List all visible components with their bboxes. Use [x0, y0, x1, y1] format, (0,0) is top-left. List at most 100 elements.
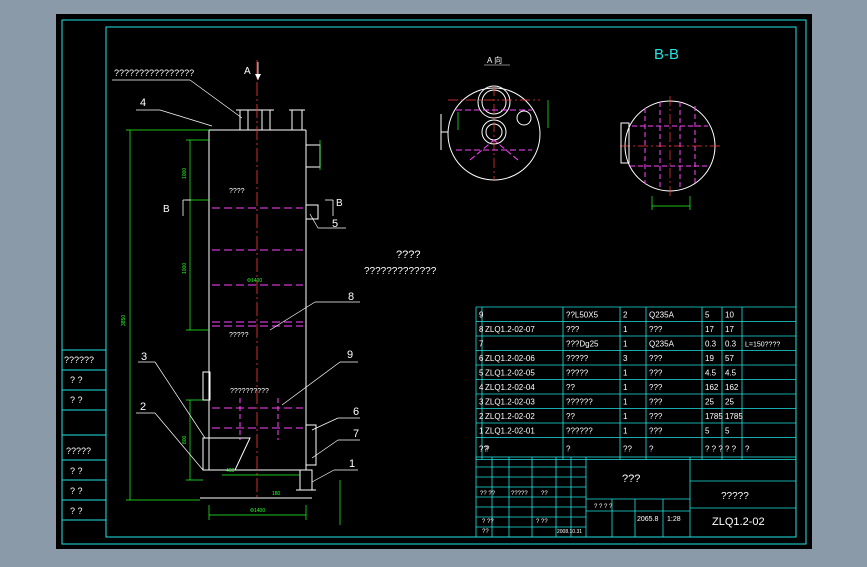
- svg-text:3850: 3850: [121, 315, 127, 326]
- bom-cell-w1: 0.3: [705, 340, 717, 349]
- bom-cell-no: 1: [479, 427, 484, 436]
- bom-cell-no: 6: [479, 354, 484, 363]
- outer-frame: [61, 19, 807, 545]
- bom-cell-no: 2: [479, 412, 484, 421]
- bom-cell-qty: 1: [623, 340, 628, 349]
- left-panel-text: ??????: [64, 355, 94, 365]
- center-dimension: Φ1400: [247, 278, 262, 284]
- svg-text:180: 180: [272, 491, 281, 497]
- drawing-number: ZLQ1.2-02: [712, 516, 765, 528]
- inner-label-a: ????: [229, 188, 245, 195]
- title-block-cell: 2008.10.31: [557, 529, 582, 535]
- bom-header-name: ?: [566, 445, 571, 454]
- svg-text:Φ1400: Φ1400: [250, 508, 265, 514]
- callout-leaders: [112, 79, 360, 483]
- bom-cell-qty: 1: [623, 369, 628, 378]
- title-block-cell: ??: [541, 491, 548, 497]
- section-b-right-label: B: [336, 198, 343, 209]
- bom-cell-mat: ???: [649, 369, 663, 378]
- view-a-top: [440, 85, 549, 181]
- bom-cell-w2: 17: [725, 325, 734, 334]
- title-block-cell: ?????: [511, 491, 528, 497]
- callout-3: 3: [141, 351, 147, 363]
- left-panel-text: ? ?: [70, 486, 83, 496]
- bom-cell-code: ZLQ1.2-02-02: [485, 412, 535, 421]
- bom-cell-code: ZLQ1.2-02-06: [485, 354, 535, 363]
- svg-text:1000: 1000: [182, 263, 188, 274]
- drawing-weight: 2065.8: [637, 516, 659, 523]
- bom-cell-mat: Q235A: [649, 311, 675, 320]
- bom-cell-w1: 17: [705, 325, 714, 334]
- bom-cell-w1: 25: [705, 398, 714, 407]
- bom-header-code: ?: [485, 445, 490, 454]
- left-panel-text: ? ?: [70, 395, 83, 405]
- bom-cell-note: L=150????: [745, 342, 780, 349]
- callout-top-note: ????????????????: [114, 68, 194, 78]
- bom-cell-no: 7: [479, 340, 484, 349]
- tech-req-title: ????: [396, 249, 420, 261]
- bom-cell-no: 8: [479, 325, 484, 334]
- callout-5: 5: [332, 218, 338, 230]
- bom-cell-code: ZLQ1.2-02-01: [485, 427, 535, 436]
- bom-header-w1: ? ? ?: [705, 445, 723, 454]
- bom-header-w2: ? ?: [725, 445, 737, 454]
- callout-1: 1: [349, 458, 355, 470]
- title-block: [475, 456, 797, 538]
- callout-6: 6: [353, 406, 359, 418]
- bom-cell-qty: 1: [623, 412, 628, 421]
- callout-8: 8: [348, 291, 354, 303]
- bom-cell-w2: 25: [725, 398, 734, 407]
- bom-cell-no: 5: [479, 369, 484, 378]
- inner-label-b: ?????: [229, 332, 249, 339]
- bom-cell-w2: 1785: [725, 412, 743, 421]
- bom-cell-qty: 1: [623, 383, 628, 392]
- svg-text:800: 800: [182, 435, 188, 444]
- bom-header-qty: ??: [623, 445, 632, 454]
- bom-cell-no: 9: [479, 311, 484, 320]
- drawing-sheet: [56, 14, 812, 549]
- tech-req-line: ?????????????: [364, 266, 437, 277]
- bom-cell-qty: 1: [623, 398, 628, 407]
- svg-text:1000: 1000: [182, 168, 188, 179]
- bom-cell-code: ZLQ1.2-02-03: [485, 398, 535, 407]
- bom-cell-no: 4: [479, 383, 484, 392]
- bom-cell-w2: 0.3: [725, 340, 737, 349]
- bom-cell-w1: 4.5: [705, 369, 717, 378]
- title-block-company: ?????: [721, 491, 749, 502]
- svg-text:400: 400: [226, 468, 235, 474]
- bom-cell-name: ??: [566, 383, 575, 392]
- view-a-label: A 向: [487, 55, 502, 65]
- bom-cell-code: ZLQ1.2-02-05: [485, 369, 535, 378]
- bom-header-mat: ?: [649, 445, 654, 454]
- inner-label-c: ??????????: [230, 388, 269, 395]
- bom-cell-qty: 1: [623, 427, 628, 436]
- bom-cell-mat: ???: [649, 412, 663, 421]
- bom-cell-w2: 162: [725, 383, 739, 392]
- bom-cell-w1: 5: [705, 311, 710, 320]
- bom-cell-mat: ???: [649, 398, 663, 407]
- left-panel-text: ?????: [66, 446, 91, 456]
- bom-cell-name: ??????: [566, 398, 593, 407]
- bom-cell-mat: ???: [649, 383, 663, 392]
- title-block-cell: ??: [482, 529, 489, 535]
- bom-cell-w2: 57: [725, 354, 734, 363]
- bom-cell-qty: 1: [623, 325, 628, 334]
- bom-cell-mat: ???: [649, 325, 663, 334]
- left-panel-text: ? ?: [70, 375, 83, 385]
- bom-cell-name: ??????: [566, 427, 593, 436]
- inner-frame: [105, 26, 797, 538]
- bom-cell-w1: 19: [705, 354, 714, 363]
- section-b-b-label: B-B: [654, 46, 679, 63]
- bom-cell-w2: 10: [725, 311, 734, 320]
- view-arrow-a-label: A: [244, 66, 251, 77]
- callout-7: 7: [353, 428, 359, 440]
- left-panel-text: ? ?: [70, 506, 83, 516]
- bom-cell-w2: 4.5: [725, 369, 737, 378]
- title-block-cell: ? ? ? ?: [594, 504, 613, 510]
- left-panel-text: ? ?: [70, 466, 83, 476]
- bom-cell-name: ?????: [566, 369, 589, 378]
- callout-9: 9: [347, 349, 353, 361]
